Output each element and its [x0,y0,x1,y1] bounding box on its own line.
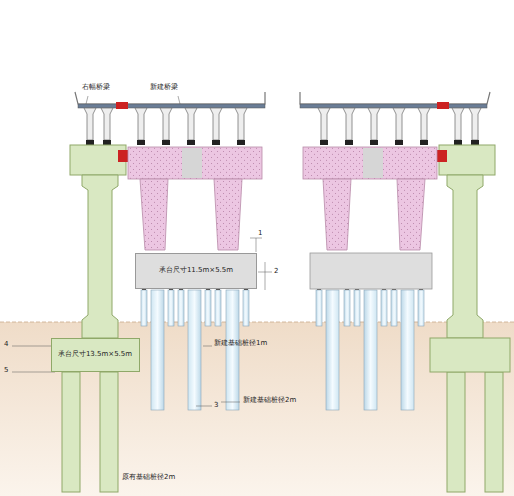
pile-cap: 承台尺寸13.5m×5.5m [51,338,140,372]
annotation-label: 右幅桥梁 [82,84,110,92]
right-bridge [300,92,503,492]
left-bridge [62,92,265,492]
pile-cap: 承台尺寸11.5m×5.5m [135,253,257,289]
callout-number: 3 [214,402,218,410]
annotation-label: 原有基础桩径2m [122,474,175,482]
dimension-lines [12,96,272,406]
ground-line [0,322,514,323]
callout-number: 4 [4,341,8,349]
annotation-label: 新建基础桩径1m [214,340,267,348]
right-old-cap [430,338,510,372]
annotation-label: 新建基础桩径2m [243,397,296,405]
annotation-label: 新建桥梁 [150,84,178,92]
callout-number: 2 [274,268,278,276]
cap-dimension: 承台尺寸13.5m×5.5m [55,351,135,359]
right-pile-cap [310,253,432,289]
cap-dimension: 承台尺寸11.5m×5.5m [156,267,236,275]
callout-number: 1 [258,230,262,238]
callout-number: 5 [4,367,8,375]
